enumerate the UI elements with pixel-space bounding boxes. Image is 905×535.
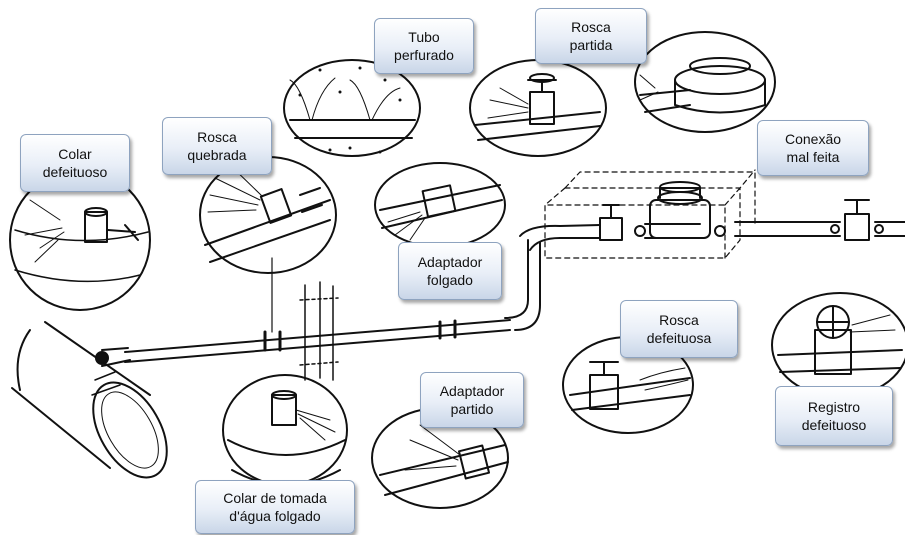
- label-conexao-mal-feita: Conexão mal feita: [757, 120, 869, 176]
- water-meter: [600, 182, 725, 240]
- detail-colar-de-tomada: [223, 375, 347, 485]
- label-line: folgado: [427, 271, 473, 289]
- label-line: Rosca: [659, 311, 699, 329]
- label-line: perfurado: [394, 46, 454, 64]
- service-line: [125, 222, 905, 362]
- label-line: quebrada: [187, 146, 246, 164]
- label-line: Colar de tomada: [223, 489, 327, 507]
- label-line: Adaptador: [418, 253, 483, 271]
- label-line: mal feita: [787, 148, 840, 166]
- label-line: d'água folgado: [229, 507, 320, 525]
- water-main-pipe: [12, 322, 182, 490]
- label-tubo-perfurado: Tubo perfurado: [374, 18, 474, 74]
- label-line: Colar: [58, 145, 91, 163]
- label-line: Adaptador: [440, 382, 505, 400]
- label-line: Tubo: [408, 28, 439, 46]
- label-line: defeituosa: [647, 329, 712, 347]
- detail-registro-defeituoso: [772, 293, 905, 397]
- label-adaptador-partido: Adaptador partido: [420, 372, 524, 428]
- label-line: partida: [570, 36, 613, 54]
- detail-rosca-partida: [470, 60, 606, 156]
- label-rosca-quebrada: Rosca quebrada: [162, 117, 272, 175]
- label-line: Registro: [808, 398, 860, 416]
- label-colar-de-tomada-folgado: Colar de tomada d'água folgado: [195, 480, 355, 534]
- label-line: Conexão: [785, 130, 841, 148]
- label-rosca-partida: Rosca partida: [535, 8, 647, 64]
- wall-post: [300, 282, 338, 380]
- label-colar-defeituoso: Colar defeituoso: [20, 134, 130, 192]
- label-rosca-defeituosa: Rosca defeituosa: [620, 300, 738, 358]
- label-line: Rosca: [571, 18, 611, 36]
- label-line: Rosca: [197, 128, 237, 146]
- final-valve: [831, 200, 883, 240]
- detail-conexao-mal-feita: [635, 32, 775, 132]
- label-adaptador-folgado: Adaptador folgado: [398, 242, 502, 300]
- detail-tubo-perfurado: [284, 60, 420, 156]
- label-line: defeituoso: [43, 163, 108, 181]
- label-line: defeituoso: [802, 416, 867, 434]
- label-line: partido: [451, 400, 494, 418]
- label-registro-defeituoso: Registro defeituoso: [775, 386, 893, 446]
- detail-adaptador-folgado: [375, 163, 505, 247]
